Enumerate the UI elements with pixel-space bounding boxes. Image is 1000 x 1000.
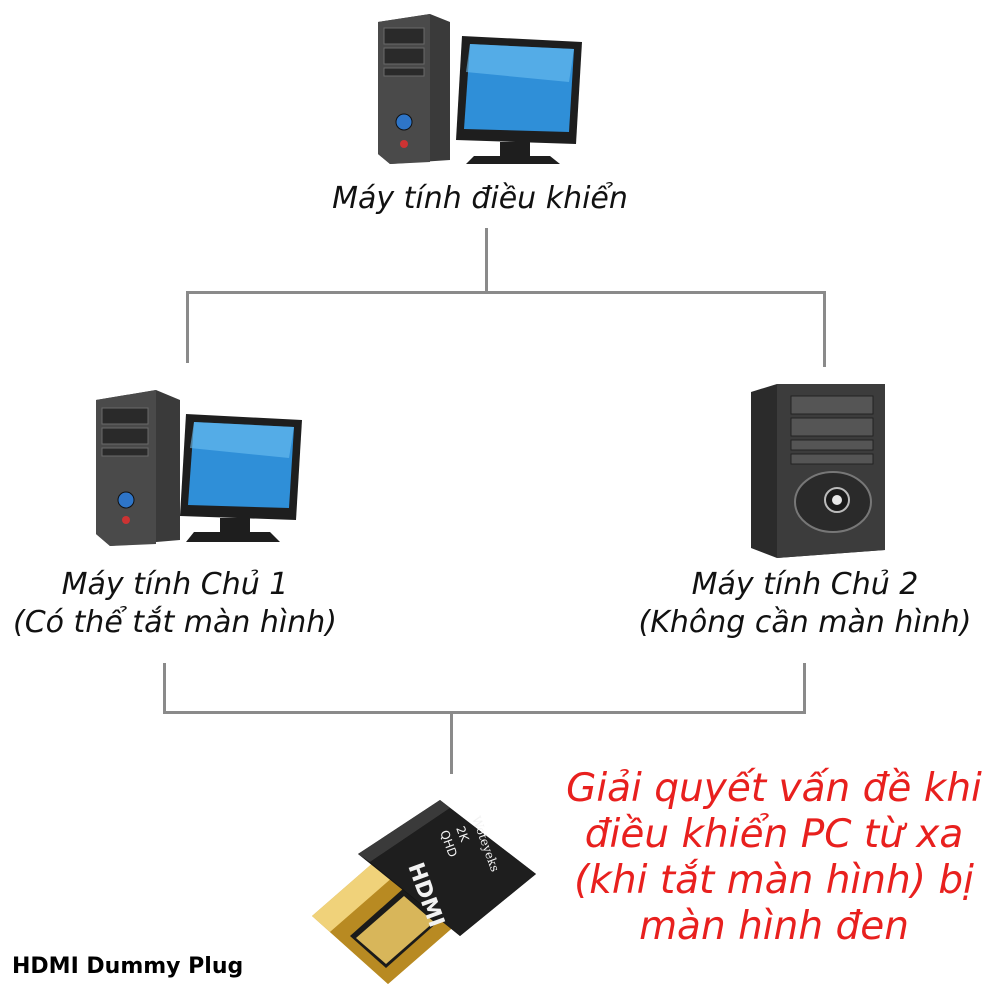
callout-line-3: (khi tắt màn hình) bị: [574, 858, 974, 903]
connector-plug-down: [450, 711, 453, 774]
callout-line-2: điều khiển PC từ xa: [584, 812, 964, 857]
controller-pc-icon: [378, 14, 582, 164]
hdmi-dummy-plug-icon: HDMI QHD 2K Woteyeks: [312, 800, 536, 984]
callout-line-1: Giải quyết vấn đề khi: [566, 766, 982, 811]
connector-right-down: [823, 291, 826, 367]
connector-bottom-horizontal: [163, 711, 806, 714]
callout-line-4: màn hình đen: [639, 904, 909, 949]
host1-pc-icon: [96, 390, 302, 546]
connector-controller-down: [485, 228, 488, 292]
connector-top-horizontal: [186, 291, 826, 294]
host2-tower-icon: [751, 384, 885, 558]
connector-left-down: [186, 291, 189, 363]
plug-label: HDMI Dummy Plug: [12, 954, 244, 979]
host1-label-line2: (Có thể tắt màn hình): [13, 605, 337, 640]
host2-label-line1: Máy tính Chủ 2: [691, 567, 919, 602]
host1-label-line1: Máy tính Chủ 1: [61, 567, 289, 602]
callout-text: Giải quyết vấn đề khi điều khiển PC từ x…: [548, 766, 1000, 950]
connector-host2-down: [803, 663, 806, 713]
controller-label: Máy tính điều khiển: [332, 181, 628, 216]
connector-host1-down: [163, 663, 166, 713]
host2-label-line2: (Không cần màn hình): [638, 605, 972, 640]
plug-2k-text: 2K: [453, 824, 472, 844]
